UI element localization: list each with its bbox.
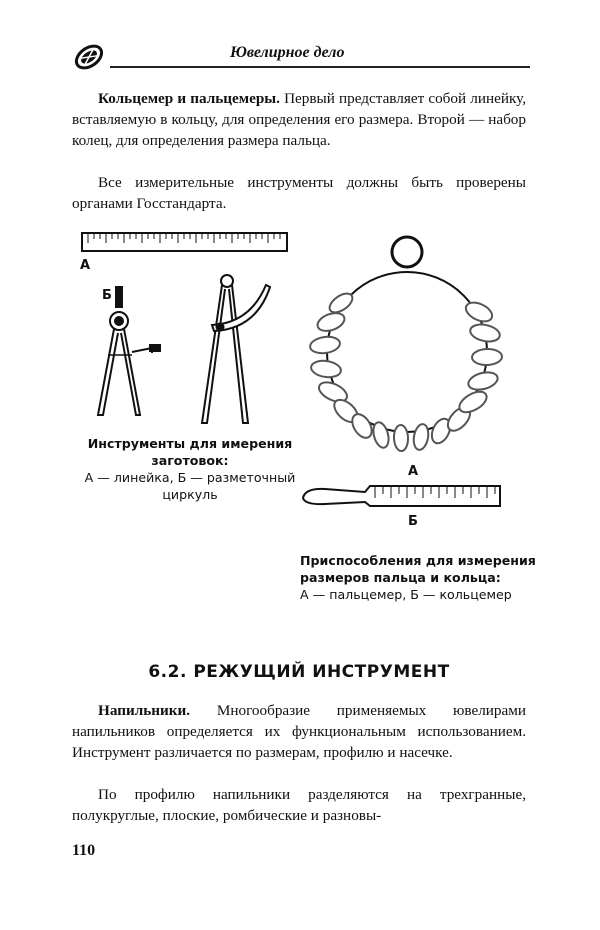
paragraph-certification: Все измерительные инструменты должны быт… — [72, 174, 526, 212]
paragraph-file-profiles: По профилю напильники разделяются на тре… — [72, 786, 526, 824]
compass-illustration-2 — [200, 274, 272, 424]
figure-label-a: А — [408, 464, 419, 479]
caption-title: Приспособления для измерения размеров па… — [300, 553, 536, 585]
figure-label-a: А — [80, 258, 91, 273]
caption-title: Инструменты для имерения заготовок: — [87, 436, 293, 468]
paragraph-files: Напильники. Многообразие применяемых юве… — [72, 700, 526, 763]
finger-gauge-stick-illustration — [301, 485, 501, 507]
figure-label-b: Б — [408, 514, 418, 529]
paragraph-lead-term: Напильники. — [98, 702, 191, 719]
figure-caption-right: Приспособления для измерения размеров па… — [300, 552, 540, 603]
caption-body: А — линейка, Б — разметочный циркуль — [84, 470, 296, 502]
paragraph-lead-term: Кольцемер и пальцемеры. — [98, 90, 280, 107]
compass-illustration-1 — [96, 286, 161, 416]
caption-body: А — пальцемер, Б — кольцемер — [300, 587, 512, 602]
ring-sizer-set-illustration — [309, 235, 503, 452]
paragraph-text: Многообразие применяемых ювелирами напил… — [72, 702, 526, 761]
figure-label-b: Б — [102, 288, 112, 303]
running-header-title: Ювелирное дело — [230, 44, 345, 61]
figure-caption-left: Инструменты для имерения заготовок: А — … — [70, 435, 310, 503]
ruler-illustration — [81, 232, 288, 252]
book-logo-icon — [74, 44, 104, 70]
figure-ring-sizers — [301, 235, 503, 507]
section-heading: 6.2. РЕЖУЩИЙ ИНСТРУМЕНТ — [148, 662, 450, 682]
paragraph-ring-gauges: Кольцемер и пальцемеры. Первый представл… — [72, 88, 526, 151]
paragraph-text: Первый представляет собой линейку, встав… — [72, 90, 526, 149]
figure-measuring-tools — [81, 232, 288, 424]
page-number: 110 — [72, 842, 96, 859]
header-divider — [110, 66, 530, 68]
